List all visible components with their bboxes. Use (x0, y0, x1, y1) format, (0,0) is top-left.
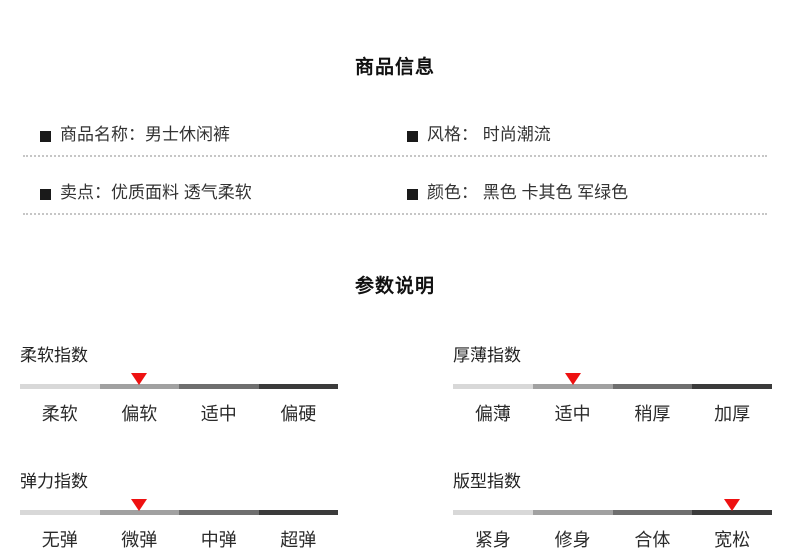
index-block-thickness: 厚薄指数 偏薄 适中 稍厚 加厚 (453, 341, 772, 426)
scale-segment (179, 510, 259, 515)
level-label: 宽松 (714, 530, 751, 550)
scale-segment (179, 384, 259, 389)
level-label: 适中 (200, 404, 237, 424)
index-levels: 紧身 修身 合体 宽松 (453, 526, 772, 552)
index-scale-bar (453, 499, 772, 515)
level-label: 中弹 (200, 530, 237, 550)
bullet-square-icon (40, 131, 51, 142)
product-info-grid: 商品名称：男士休闲裤 风格： 时尚潮流 卖点：优质面料 透气柔软 颜色： 黑色 … (23, 99, 767, 215)
bullet-square-icon (407, 131, 418, 142)
level-label: 适中 (554, 404, 591, 424)
scale-segment (20, 384, 100, 389)
level-label: 微弹 (121, 530, 158, 550)
level-label: 修身 (554, 530, 591, 550)
marker-triangle-icon (564, 373, 581, 385)
scale-segment (99, 510, 179, 515)
scale-segment (532, 384, 613, 389)
scale-segment (612, 384, 693, 389)
scale-segment (20, 510, 100, 515)
index-block-fit: 版型指数 紧身 修身 合体 宽松 (453, 467, 772, 552)
index-scale-bar (20, 373, 338, 389)
info-item-text: 风格： 时尚潮流 (427, 125, 551, 144)
bullet-square-icon (407, 189, 418, 200)
info-item-text: 卖点：优质面料 透气柔软 (60, 183, 252, 202)
info-item-text: 颜色： 黑色 卡其色 军绿色 (427, 183, 629, 202)
scale-segment (99, 384, 179, 389)
level-label: 偏薄 (474, 404, 511, 424)
level-label: 稍厚 (634, 404, 671, 424)
scale-segment (258, 384, 338, 389)
info-item-text: 商品名称：男士休闲裤 (60, 125, 230, 144)
index-levels: 柔软 偏软 适中 偏硬 (20, 400, 338, 426)
index-scale-bar (20, 499, 338, 515)
index-levels: 偏薄 适中 稍厚 加厚 (453, 400, 772, 426)
level-label: 无弹 (41, 530, 78, 550)
level-label: 柔软 (41, 404, 78, 424)
product-info-title: 商品信息 (354, 57, 435, 78)
info-row-1: 商品名称：男士休闲裤 风格： 时尚潮流 (23, 99, 767, 157)
index-name: 版型指数 (453, 472, 521, 491)
level-label: 偏软 (121, 404, 158, 424)
index-block-softness: 柔软指数 柔软 偏软 适中 偏硬 (20, 341, 338, 426)
info-row-2: 卖点：优质面料 透气柔软 颜色： 黑色 卡其色 军绿色 (23, 157, 767, 215)
marker-triangle-icon (131, 373, 148, 385)
index-name: 厚薄指数 (453, 346, 521, 365)
scale-segment (612, 510, 693, 515)
scale-segment (453, 384, 533, 389)
level-label: 紧身 (474, 530, 511, 550)
info-item-product-name: 商品名称：男士休闲裤 (23, 99, 400, 155)
scale-segment (692, 384, 772, 389)
bullet-square-icon (40, 189, 51, 200)
level-label: 合体 (634, 530, 671, 550)
info-item-selling-point: 卖点：优质面料 透气柔软 (23, 157, 400, 213)
level-label: 加厚 (714, 404, 751, 424)
info-item-style: 风格： 时尚潮流 (400, 99, 767, 155)
index-block-elasticity: 弹力指数 无弹 微弹 中弹 超弹 (20, 467, 338, 552)
marker-triangle-icon (724, 499, 741, 511)
params-title: 参数说明 (354, 276, 435, 297)
scale-segment (692, 510, 772, 515)
index-scale-bar (453, 373, 772, 389)
index-levels: 无弹 微弹 中弹 超弹 (20, 526, 338, 552)
index-name: 弹力指数 (20, 472, 88, 491)
index-name: 柔软指数 (20, 346, 88, 365)
scale-segment (258, 510, 338, 515)
level-label: 超弹 (280, 530, 317, 550)
scale-segment (453, 510, 533, 515)
marker-triangle-icon (131, 499, 148, 511)
params-grid: 柔软指数 柔软 偏软 适中 偏硬 厚薄指数 偏薄 适中 稍厚 加厚 弹力指数 (20, 341, 772, 552)
level-label: 偏硬 (280, 404, 317, 424)
scale-segment (532, 510, 613, 515)
info-item-color: 颜色： 黑色 卡其色 军绿色 (400, 157, 767, 213)
